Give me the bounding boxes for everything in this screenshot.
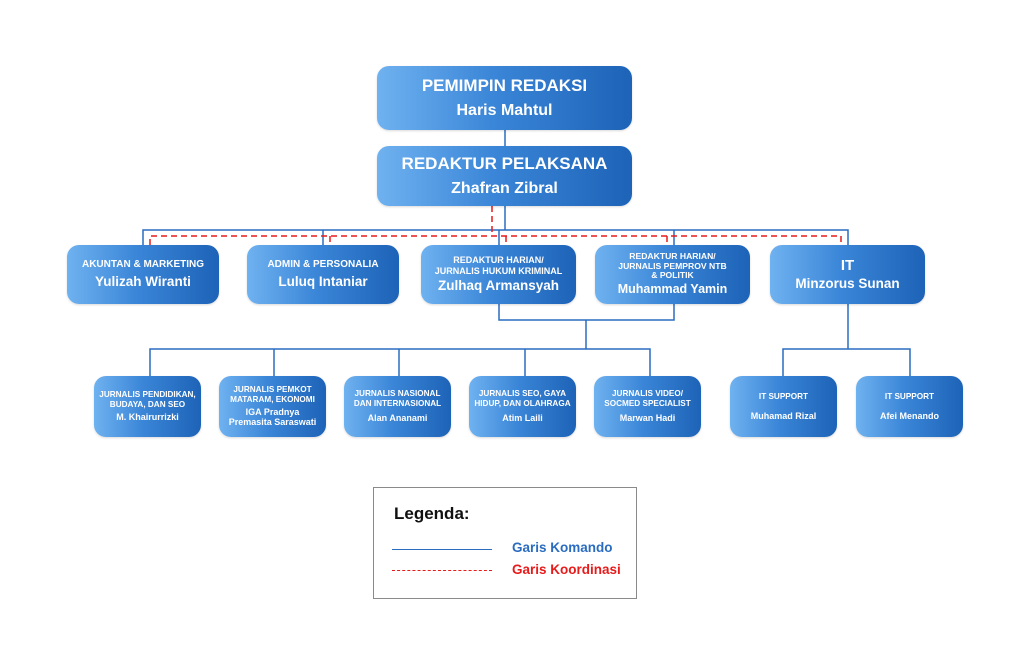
node-name: Afei Menando [879,410,939,421]
node-name: Zhafran Zibral [451,179,558,197]
node-jurnalis-video: JURNALIS VIDEO/ SOCMED SPECIALIST Marwan… [594,376,701,437]
node-role: REDAKTUR HARIAN/ JURNALIS HUKUM KRIMINAL [434,255,563,276]
node-name: Muhammad Yamin [617,282,728,297]
node-jurnalis-nasional: JURNALIS NASIONAL DAN INTERNASIONAL Alan… [344,376,451,437]
node-name: Atim Laili [502,413,543,424]
node-name: Yulizah Wiranti [95,274,191,290]
node-admin-personalia: ADMIN & PERSONALIA Luluq Intaniar [247,245,399,304]
node-name: Muhamad Rizal [750,410,817,421]
legend: Legenda: Garis Komando Garis Koordinasi [373,487,637,599]
command-lines [142,130,911,376]
node-redaktur-hukum: REDAKTUR HARIAN/ JURNALIS HUKUM KRIMINAL… [421,245,576,304]
node-jurnalis-pemkot: JURNALIS PEMKOT MATARAM, EKONOMI IGA Pra… [219,376,326,437]
node-role: IT SUPPORT [758,392,809,402]
node-name: IGA Pradnya Premasita Saraswati [228,407,317,428]
node-role: JURNALIS NASIONAL DAN INTERNASIONAL [353,389,442,408]
legend-koordinasi-label: Garis Koordinasi [512,562,621,577]
node-name: Zulhaq Armansyah [437,278,560,294]
node-name: Haris Mahtul [456,101,553,119]
coordination-lines [149,206,842,245]
node-role: PEMIMPIN REDAKSI [421,76,588,96]
node-role: JURNALIS PENDIDIKAN, BUDAYA, DAN SEO [99,390,196,409]
node-pemimpin-redaksi: PEMIMPIN REDAKSI Haris Mahtul [377,66,632,130]
node-akuntan-marketing: AKUNTAN & MARKETING Yulizah Wiranti [67,245,219,304]
node-jurnalis-pendidikan: JURNALIS PENDIDIKAN, BUDAYA, DAN SEO M. … [94,376,201,437]
node-role: AKUNTAN & MARKETING [81,258,205,270]
node-role: IT [840,257,855,275]
node-name: Minzorus Sunan [795,276,900,292]
legend-komando-line [392,549,492,550]
node-role: JURNALIS PEMKOT MATARAM, EKONOMI [230,385,315,404]
node-role: REDAKTUR PELAKSANA [401,154,608,174]
legend-title: Legenda: [394,504,470,523]
node-it-support-1: IT SUPPORT Muhamad Rizal [730,376,837,437]
legend-komando-label: Garis Komando [512,540,613,555]
node-name: M. Khairurrizki [116,412,179,423]
node-it: IT Minzorus Sunan [770,245,925,304]
node-redaktur-pelaksana: REDAKTUR PELAKSANA Zhafran Zibral [377,146,632,206]
node-role: REDAKTUR HARIAN/ JURNALIS PEMPROV NTB & … [618,251,727,281]
legend-koordinasi-line [392,570,492,571]
node-name: Alan Ananami [367,413,428,424]
node-name: Marwan Hadi [619,413,676,424]
node-name: Luluq Intaniar [278,274,368,290]
node-role: ADMIN & PERSONALIA [267,258,379,270]
node-redaktur-politik: REDAKTUR HARIAN/ JURNALIS PEMPROV NTB & … [595,245,750,304]
node-jurnalis-seo: JURNALIS SEO, GAYA HIDUP, DAN OLAHRAGA A… [469,376,576,437]
node-role: JURNALIS SEO, GAYA HIDUP, DAN OLAHRAGA [474,389,571,408]
node-role: IT SUPPORT [884,392,935,402]
node-it-support-2: IT SUPPORT Afei Menando [856,376,963,437]
node-role: JURNALIS VIDEO/ SOCMED SPECIALIST [604,389,691,408]
